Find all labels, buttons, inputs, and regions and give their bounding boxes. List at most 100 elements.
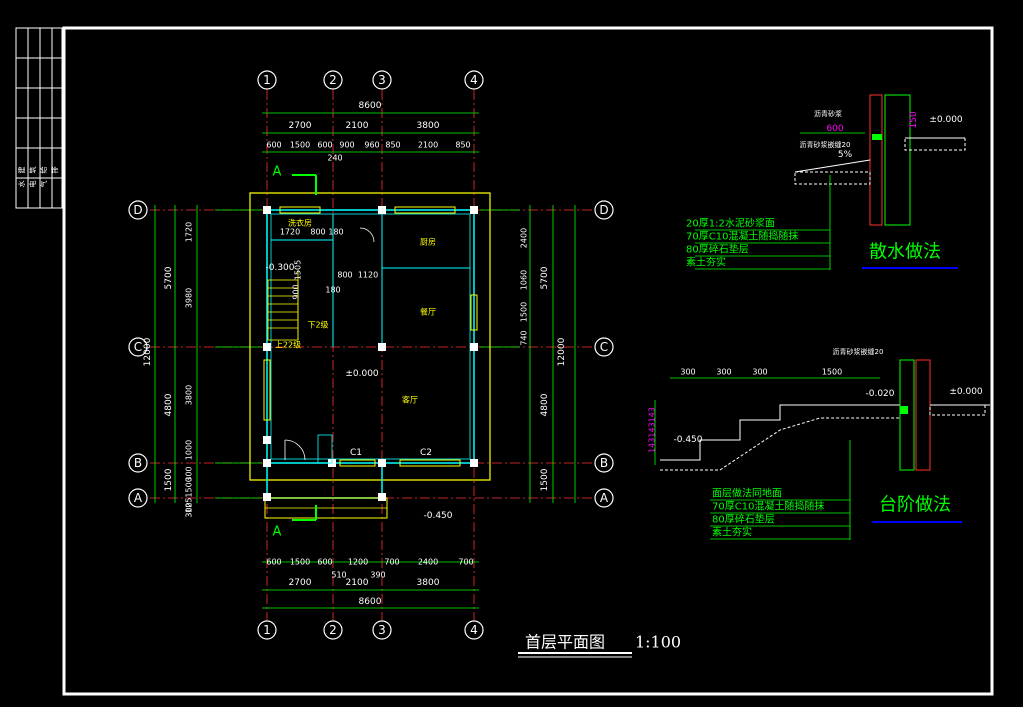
dim-bottom-row1: 2400 [418,558,438,567]
room-dim: 900 [292,284,301,299]
dim-right-mid: 1500 [540,468,550,491]
grid-label-right: A [600,491,609,505]
room-dim: 1120 [358,271,378,280]
dim-top-row3: 960 [364,141,379,150]
dim-left-mid: 4800 [164,393,174,416]
grid-label-top: 2 [329,73,337,87]
sanshui-dim-600: 600 [826,124,843,134]
title-block-cell: 筑 [28,167,37,174]
section-marks [292,174,317,521]
dim-bottom-row2: 3800 [417,578,440,588]
grid-lines [150,90,595,620]
dim-bottom-row2: 2100 [346,578,369,588]
dim-left-mid: 5700 [164,266,174,289]
room-dim: 180 [325,286,340,295]
drawing-title: 首层平面图 [525,633,605,652]
grid-label-left: D [133,203,142,217]
dim-bottom-sub: 510 [331,571,346,580]
taijie-note: 沥青砂浆嵌缝20 [833,347,884,356]
taijie-dim: 1500 [822,368,842,377]
dim-top-row3: 900 [339,141,354,150]
dim-bottom-row2: 2700 [289,578,312,588]
title-block-cell: 气 [39,181,48,188]
sanshui-layer: 素土夯实 [686,256,726,269]
sanshui-layer: 70厚C10混凝土随捣随抹 [686,230,798,243]
grid-label-bottom: 1 [263,623,271,637]
sanshui-note-2: 沥青砂浆嵌缝20 [800,140,851,149]
taijie-dim: 300 [716,368,731,377]
dim-right-inner: 1500 [520,302,529,322]
dim-right-outer: 12000 [557,337,567,366]
grid-label-left: C [134,340,142,354]
grid-label-right: D [599,203,608,217]
grid-label-bottom: 3 [378,623,386,637]
dim-left-inner: 1000 [185,440,194,460]
dim-top-row2: 2100 [346,121,369,131]
dim-top-row3: 850 [455,141,470,150]
section-mark-top: A [273,165,282,180]
sanshui-detail [695,94,966,270]
dim-top-row3: 1500 [290,141,310,150]
grid-label-right: B [600,456,608,470]
sanshui-note-1: 沥青砂浆 [814,109,842,118]
room-dim: 800 [310,228,325,237]
taijie-level-neg020: -0.020 [865,389,894,399]
taijie-layer: 70厚C10混凝土随捣随抹 [712,500,824,513]
grid-label-top: 3 [378,73,386,87]
taijie-layer: 面层做法同地面 [712,487,782,500]
dim-top-total: 8600 [359,101,382,111]
dim-right-inner: 740 [520,330,529,345]
taijie-layer: 80厚碎石垫层 [712,513,775,526]
grid-label-bottom: 2 [329,623,337,637]
dim-left-inner: 300 [185,466,194,481]
dim-left-mid: 1500 [164,468,174,491]
taijie-heights: 143143143 [648,407,657,453]
title-block-cell: 水 [17,181,26,188]
title-block-cell: 建 [17,167,26,174]
room-living: 客厅 [402,395,418,405]
section-mark-bottom: A [273,525,282,540]
sanshui-title: 散水做法 [869,242,941,263]
grid-label-right: C [600,340,608,354]
dim-top-row3: 600 [317,141,332,150]
columns [263,206,478,501]
window-c2: C2 [420,448,432,458]
dim-top-row3: 850 [385,141,400,150]
sanshui-dim-150: 150 [909,111,919,128]
level-neg450: -0.450 [423,511,452,521]
dim-bottom-row1: 1500 [290,558,310,567]
dim-left-outer: 12000 [143,337,153,366]
room-dim: 1720 [280,228,300,237]
stair-up: 上22级 [275,340,301,350]
grid-label-left: A [134,491,143,505]
room-dining: 餐厅 [420,308,436,317]
dim-bottom-row1: 700 [458,558,473,567]
stair-down: 下2级 [307,320,328,330]
windows [263,206,478,467]
window-c1: C1 [350,448,362,458]
dim-bottom-row1: 600 [266,558,281,567]
dim-bottom-row1: 600 [317,558,332,567]
level-neg300: -0.300 [265,263,294,273]
dim-left-inner: 3980 [185,288,194,308]
dim-left-inner: 3800 [185,385,194,405]
door-swing [284,227,375,464]
title-block-text: 建筑给排水电气 [17,167,59,188]
dim-right-mid: 4800 [540,393,550,416]
dim-right-inner: 1060 [520,270,529,290]
dim-top-row2: 3800 [417,121,440,131]
sanshui-layer: 80厚碎石垫层 [686,243,749,256]
room-kitchen: 厨房 [420,237,436,247]
title-block [15,27,63,209]
room-dim: 800 [337,271,352,280]
level-000: ±0.000 [345,369,379,379]
taijie-title: 台阶做法 [879,495,951,516]
dim-right-inner: 2400 [520,228,529,248]
title-block-cell: 电 [28,181,37,188]
grid-label-top: 4 [470,73,478,87]
sanshui-slope: 5% [838,150,853,160]
dimension-lines [154,112,576,609]
